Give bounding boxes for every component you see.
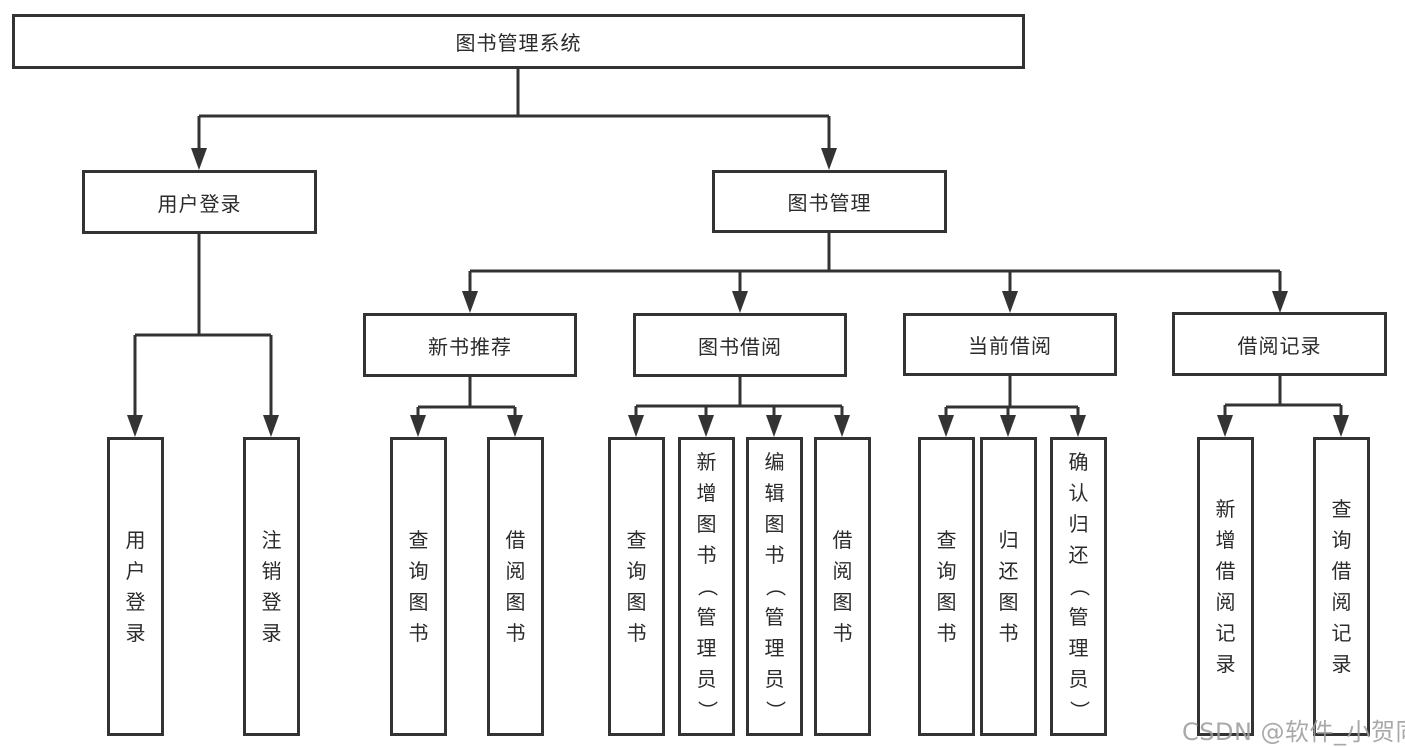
connector-new-book-to-children (410, 377, 523, 437)
connector-borrow-record-to-children (1217, 376, 1349, 437)
leaf-current-query-books: 查询图书 (918, 437, 975, 736)
connector-root-to-level2 (191, 69, 837, 170)
node-borrow-record: 借阅记录 (1172, 312, 1387, 376)
node-root-system: 图书管理系统 (12, 14, 1025, 69)
connector-book-borrow-to-children (628, 377, 850, 437)
leaf-user-login: 用户登录 (107, 437, 164, 736)
leaf-current-return-books: 归还图书 (980, 437, 1037, 736)
node-user-login: 用户登录 (82, 170, 317, 234)
node-new-book-recommend: 新书推荐 (363, 313, 577, 377)
leaf-record-add-record: 新增借阅记录 (1197, 437, 1254, 736)
leaf-record-query-record: 查询借阅记录 (1313, 437, 1370, 736)
leaf-borrow-edit-books-admin: 编辑图书（管理员） (746, 437, 803, 736)
leaf-borrow-add-books-admin: 新增图书（管理员） (678, 437, 735, 736)
node-book-borrow: 图书借阅 (633, 313, 847, 377)
node-book-management: 图书管理 (712, 170, 947, 233)
connector-current-borrow-to-children (938, 376, 1086, 437)
connector-user-login-to-children (127, 234, 279, 437)
leaf-logout: 注销登录 (243, 437, 300, 736)
connector-book-management-to-level3 (462, 233, 1288, 313)
node-current-borrow: 当前借阅 (903, 313, 1117, 376)
leaf-current-confirm-return-admin: 确认归还（管理员） (1050, 437, 1107, 736)
watermark: CSDN @软件_小贺同学 (1182, 718, 1405, 746)
leaf-newbook-borrow-books: 借阅图书 (487, 437, 544, 736)
leaf-newbook-query-books: 查询图书 (390, 437, 447, 736)
leaf-borrow-borrow-books: 借阅图书 (814, 437, 871, 736)
leaf-borrow-query-books: 查询图书 (608, 437, 665, 736)
